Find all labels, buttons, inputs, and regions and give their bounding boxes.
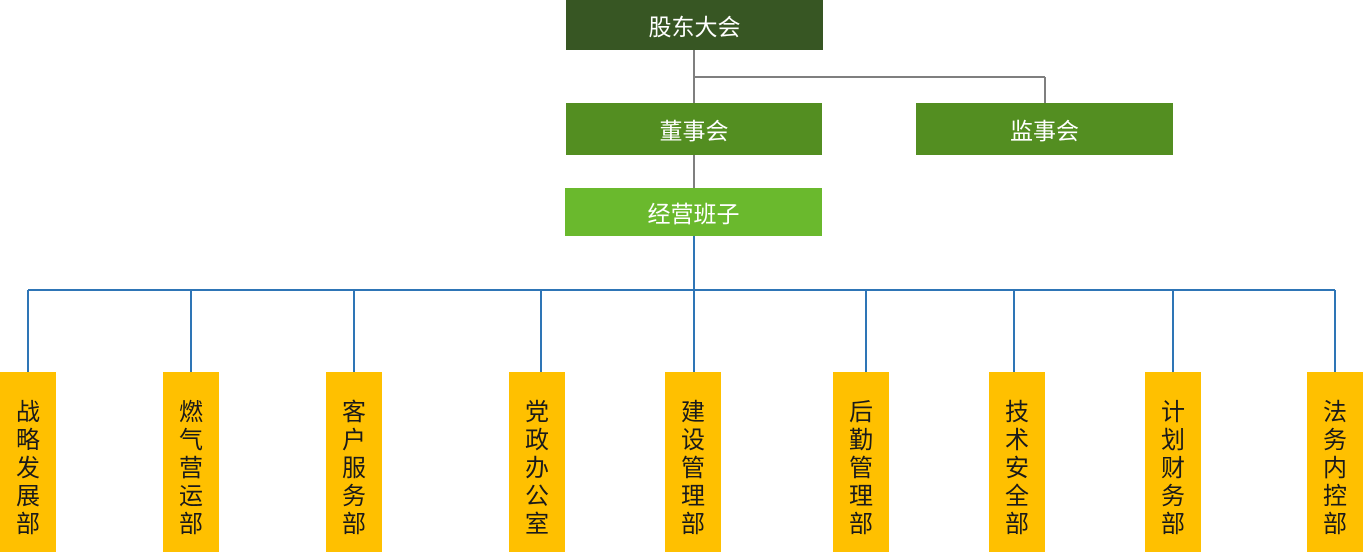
board-label: 董事会 bbox=[659, 119, 729, 145]
department-node: 法务内控部 bbox=[1307, 372, 1363, 552]
supervisors-label: 监事会 bbox=[1010, 119, 1079, 145]
department-node: 战略发展部 bbox=[0, 372, 56, 552]
department-label: 计划财务部 bbox=[1161, 398, 1185, 538]
department-label: 客户服务部 bbox=[342, 398, 366, 538]
department-label: 法务内控部 bbox=[1323, 398, 1347, 538]
department-label: 建设管理部 bbox=[681, 398, 705, 538]
department-node: 建设管理部 bbox=[665, 372, 721, 552]
department-node: 党政办公室 bbox=[509, 372, 565, 552]
management-node: 经营班子 bbox=[565, 188, 822, 236]
department-node: 计划财务部 bbox=[1145, 372, 1201, 552]
department-node: 客户服务部 bbox=[326, 372, 382, 552]
management-label: 经营班子 bbox=[647, 202, 740, 228]
department-node: 技术安全部 bbox=[989, 372, 1045, 552]
shareholders-label: 股东大会 bbox=[648, 15, 741, 41]
department-node: 后勤管理部 bbox=[833, 372, 889, 552]
shareholders-node: 股东大会 bbox=[566, 0, 823, 50]
department-node: 燃气营运部 bbox=[163, 372, 219, 552]
board-node: 董事会 bbox=[566, 103, 822, 155]
department-label: 技术安全部 bbox=[1005, 398, 1029, 538]
department-label: 后勤管理部 bbox=[849, 398, 873, 538]
department-label: 战略发展部 bbox=[16, 398, 40, 538]
supervisors-node: 监事会 bbox=[916, 103, 1173, 155]
department-label: 燃气营运部 bbox=[179, 398, 203, 538]
department-label: 党政办公室 bbox=[525, 398, 549, 538]
